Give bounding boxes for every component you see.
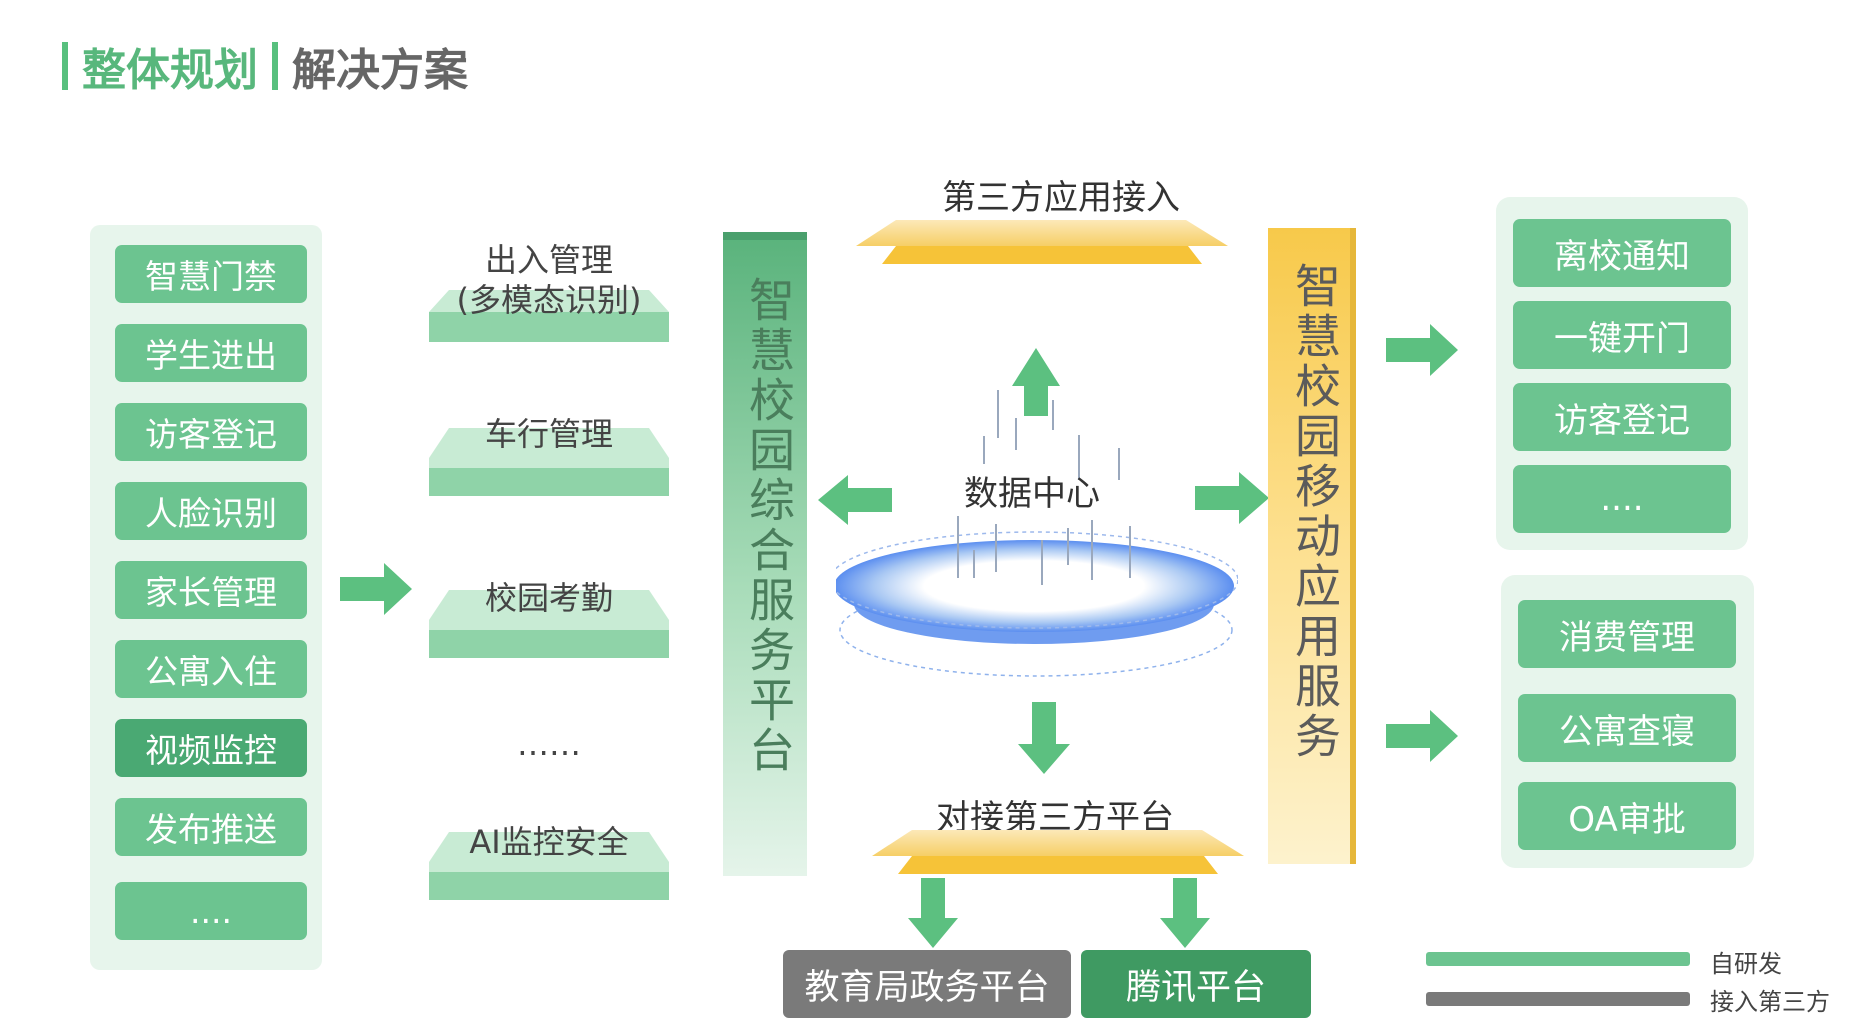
module-more: …… xyxy=(517,725,581,763)
feature-item[interactable]: 学生进出 xyxy=(115,324,307,382)
arrow-right-icon xyxy=(1195,472,1269,524)
title-divider xyxy=(272,42,278,90)
legend-third-swatch xyxy=(1426,992,1690,1006)
app-item[interactable]: 访客登记 xyxy=(1513,383,1731,451)
legend-self-label: 自研发 xyxy=(1710,950,1782,978)
arrow-down-icon xyxy=(1018,702,1070,774)
tencent-platform-button[interactable]: 腾讯平台 xyxy=(1081,950,1311,1018)
feature-item[interactable]: 公寓入住 xyxy=(115,640,307,698)
data-center-label: 数据中心 xyxy=(964,474,1100,514)
arrow-right-icon xyxy=(340,563,412,615)
feature-item[interactable]: .... xyxy=(115,882,307,940)
title-divider xyxy=(62,42,68,90)
title-part2: 解决方案 xyxy=(292,45,468,96)
feature-item[interactable]: 视频监控 xyxy=(115,719,307,777)
module-vehicle: 车行管理 xyxy=(484,415,613,453)
module-access-title: 出入管理 xyxy=(484,241,613,279)
arrow-down-icon xyxy=(1160,878,1210,948)
module-access-subtitle: (多模态识别) xyxy=(456,281,642,319)
legend-third-label: 接入第三方 xyxy=(1710,988,1830,1016)
feature-item[interactable]: 家长管理 xyxy=(115,561,307,619)
app-item[interactable]: OA审批 xyxy=(1518,782,1736,850)
mobile-app-platform-label: 智慧校园移动应用服务 xyxy=(1288,262,1342,762)
arrow-right-icon xyxy=(1386,710,1458,762)
app-item[interactable]: 离校通知 xyxy=(1513,219,1731,287)
mobile-app-platform xyxy=(1268,228,1352,864)
dock-layer xyxy=(872,830,1244,874)
feature-item[interactable]: 智慧门禁 xyxy=(115,245,307,303)
third-party-access-label: 第三方应用接入 xyxy=(942,178,1180,218)
arrow-right-icon xyxy=(1386,324,1458,376)
data-center-graphic xyxy=(836,348,1238,677)
campus-service-platform xyxy=(723,236,807,876)
module-slab xyxy=(429,290,669,342)
platform-cap xyxy=(723,232,807,240)
left-feature-panel: 智慧门禁 学生进出 访客登记 人脸识别 家长管理 公寓入住 视频监控 发布推送 … xyxy=(90,225,322,970)
arrow-left-icon xyxy=(818,475,892,525)
arrow-down-icon xyxy=(908,878,958,948)
right-panel-management: 消费管理 公寓查寝 OA审批 xyxy=(1501,575,1754,868)
module-slab xyxy=(429,590,669,658)
feature-item[interactable]: 发布推送 xyxy=(115,798,307,856)
app-item[interactable]: .... xyxy=(1513,465,1731,533)
feature-item[interactable]: 访客登记 xyxy=(115,403,307,461)
feature-item[interactable]: 人脸识别 xyxy=(115,482,307,540)
legend-self-swatch xyxy=(1426,952,1690,966)
edu-platform-button[interactable]: 教育局政务平台 xyxy=(783,950,1071,1018)
app-item[interactable]: 消费管理 xyxy=(1518,600,1736,668)
right-panel-notifications: 离校通知 一键开门 访客登记 .... xyxy=(1496,197,1748,550)
campus-service-platform-label: 智慧校园综合服务平台 xyxy=(742,276,796,776)
app-item[interactable]: 一键开门 xyxy=(1513,301,1731,369)
platform-edge xyxy=(1350,228,1356,864)
page-title: 整体规划 解决方案 xyxy=(62,34,468,98)
module-attendance: 校园考勤 xyxy=(484,579,613,617)
module-ai-security: AI监控安全 xyxy=(469,823,629,861)
app-item[interactable]: 公寓查寝 xyxy=(1518,694,1736,762)
module-slab xyxy=(429,832,669,900)
module-slab xyxy=(429,428,669,496)
title-part1: 整体规划 xyxy=(82,45,258,96)
access-layer xyxy=(856,220,1228,264)
